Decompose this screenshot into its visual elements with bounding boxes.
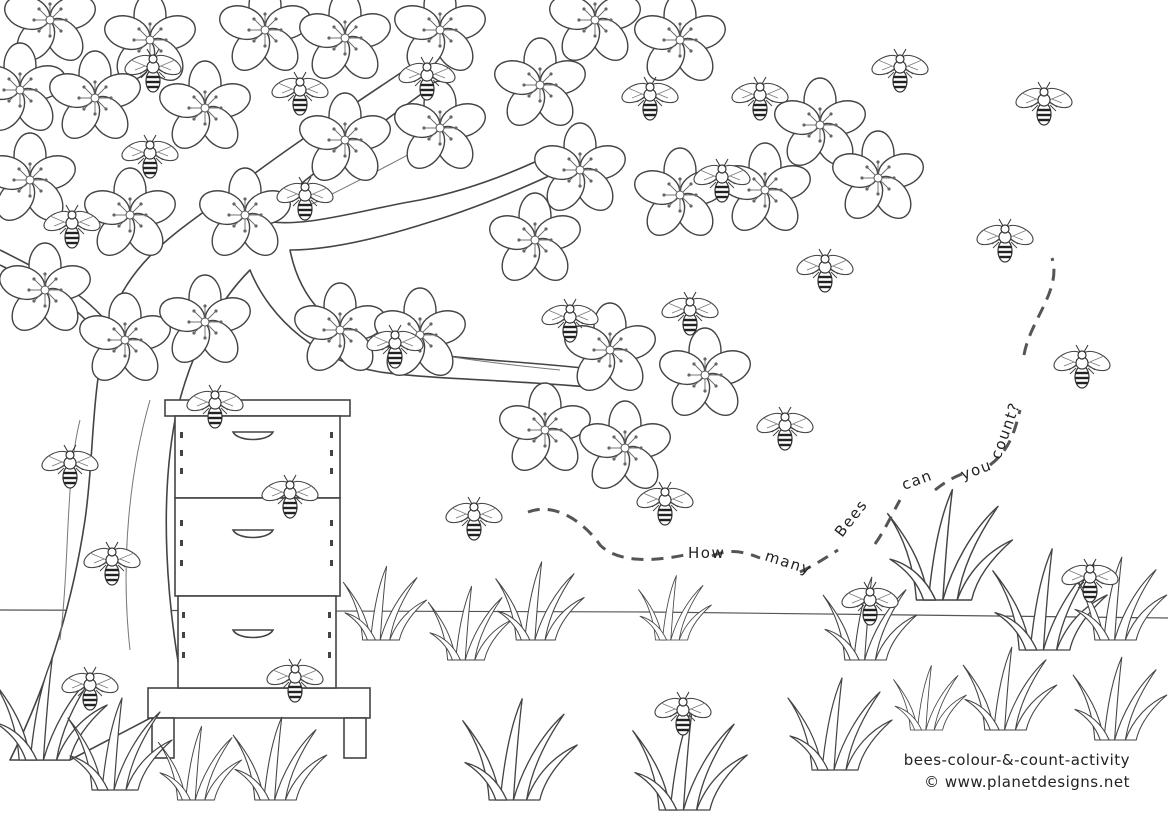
credit-block: bees-colour-&-count-activity © www.plane… (904, 749, 1130, 793)
bee-icon (657, 290, 723, 337)
grass-tuft-icon (427, 585, 513, 661)
bee-icon (837, 580, 903, 627)
beehive-icon (147, 399, 371, 759)
question-word-2: many (763, 547, 814, 579)
bee-icon (1049, 343, 1115, 390)
question-word-5: you (958, 456, 994, 484)
bee-icon (792, 247, 858, 294)
copyright-caption: © www.planetdesigns.net (924, 773, 1130, 791)
bee-icon (650, 690, 716, 737)
grass-tuft-icon (638, 575, 712, 641)
grass-tuft-icon (893, 665, 967, 731)
bee-icon (441, 495, 507, 542)
grass-tuft-icon (886, 488, 1014, 601)
blossom-flower-icon (494, 382, 596, 479)
grass-tuft-icon (787, 677, 893, 771)
grass-tuft-icon (962, 646, 1058, 731)
question-word-4: can (899, 466, 935, 494)
bee-icon (1011, 80, 1077, 127)
blossom-flower-icon (629, 0, 731, 89)
grass-tuft-icon (462, 698, 578, 801)
bee-icon (617, 75, 683, 122)
question-word-3: Bees (831, 496, 871, 541)
activity-caption: bees-colour-&-count-activity (903, 751, 1130, 769)
blossom-flower-icon (544, 0, 646, 69)
question-word-6: count? (987, 400, 1024, 462)
bee-icon (972, 217, 1038, 264)
blossom-flower-icon (629, 147, 731, 244)
grass-tuft-icon (232, 716, 328, 801)
flight-path (527, 257, 1056, 574)
blossom-flower-icon (214, 0, 316, 79)
blossom-flower-icon (294, 0, 396, 87)
grass-tuft-icon (1072, 656, 1168, 741)
bee-icon (867, 47, 933, 94)
grass-tuft-icon (342, 565, 428, 641)
grass-tuft-icon (495, 561, 585, 641)
blossom-flower-icon (654, 327, 756, 424)
bee-icon (752, 405, 818, 452)
question-word-1: How (688, 544, 725, 562)
